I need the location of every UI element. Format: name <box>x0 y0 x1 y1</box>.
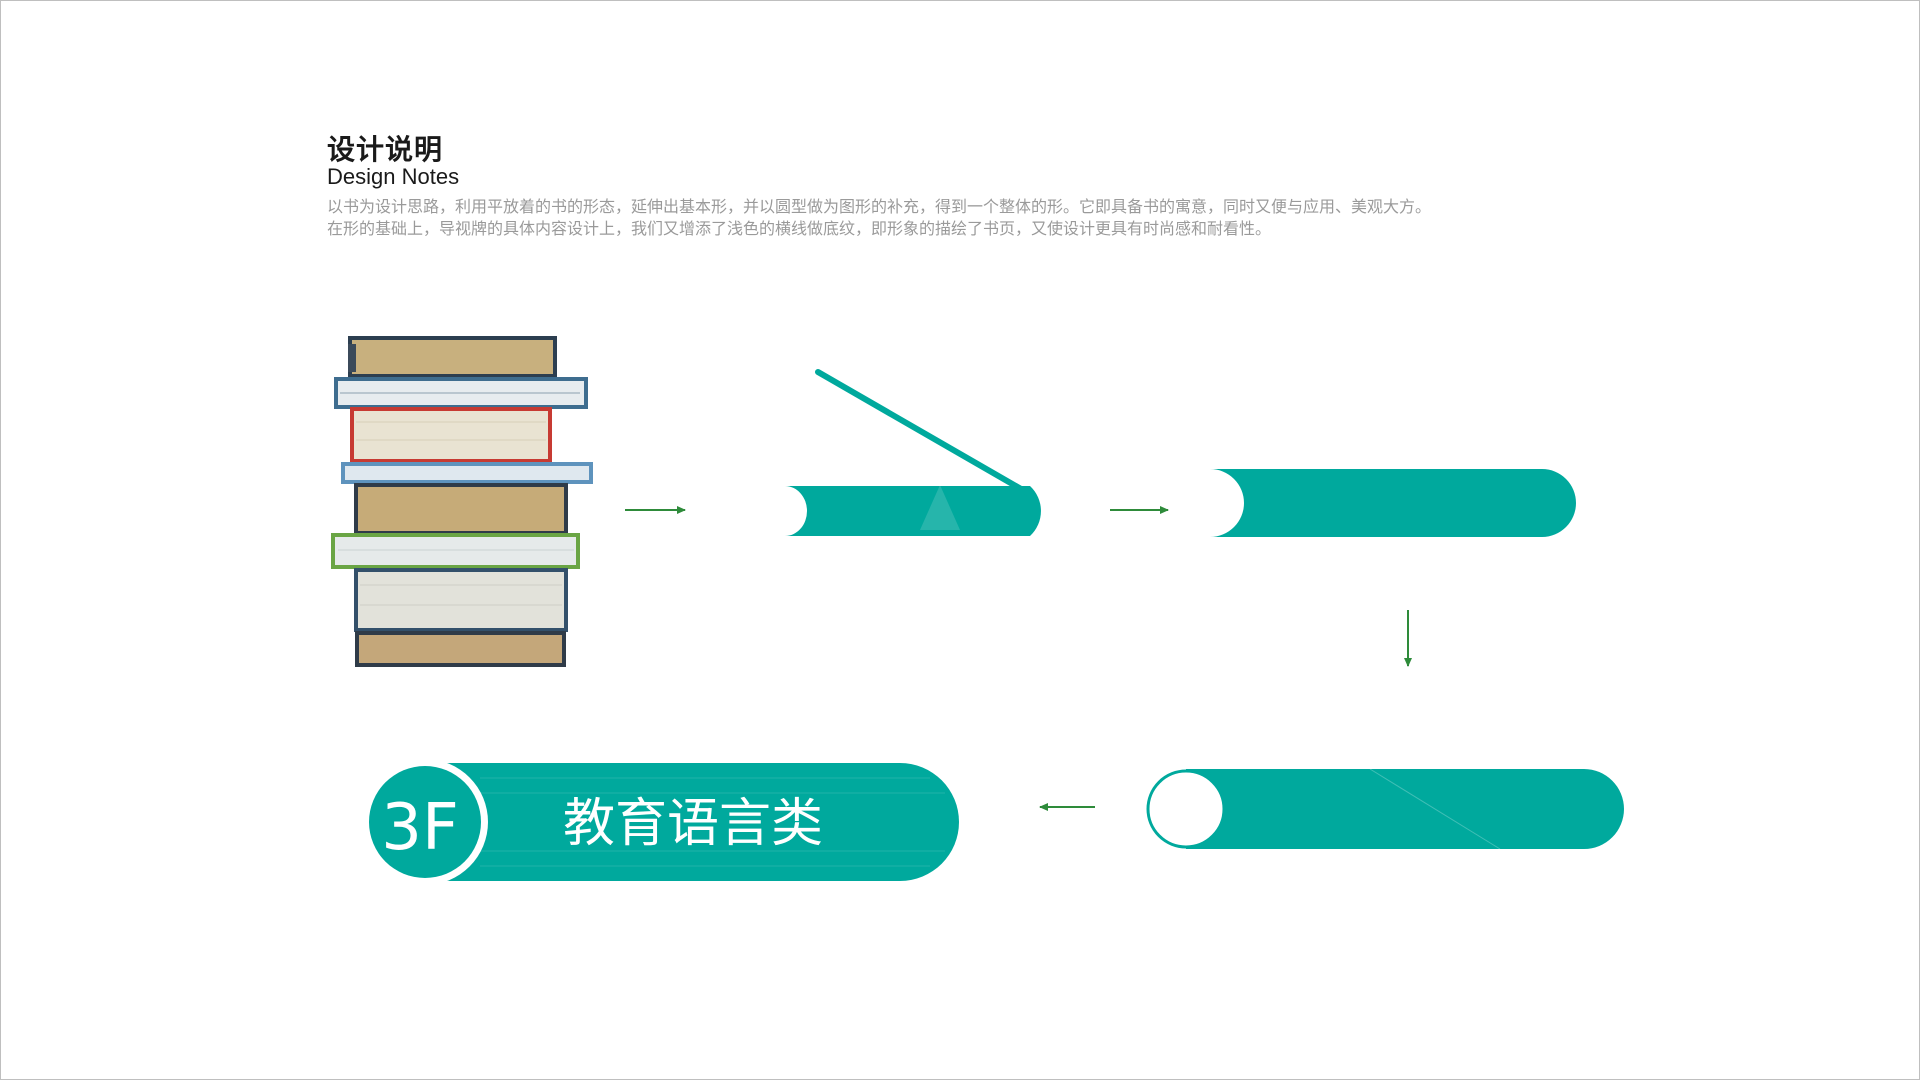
final-sign: 3F 教育语言类 <box>362 759 959 885</box>
floor-label: 3F <box>381 791 459 865</box>
shape-stage-pill <box>1210 469 1576 537</box>
page-subtitle: Design Notes <box>327 164 460 189</box>
description-line-2: 在形的基础上，导视牌的具体内容设计上，我们又增添了浅色的横线做底纹，即形象的描绘… <box>327 219 1272 238</box>
page-title: 设计说明 <box>327 133 444 166</box>
shape-stage-open-book <box>785 369 1041 536</box>
description-line-1: 以书为设计思路，利用平放着的书的形态，延伸出基本形，并以圆型做为图形的补充，得到… <box>327 197 1432 216</box>
category-label: 教育语言类 <box>563 794 823 854</box>
shape-stage-pill-circle <box>1146 768 1624 850</box>
books-illustration <box>331 336 593 667</box>
